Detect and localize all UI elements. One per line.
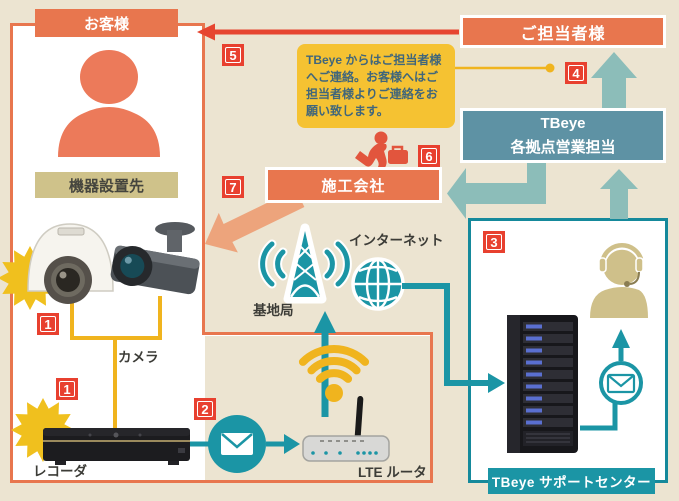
- speech-bubble: TBeye からはご担当者様 へご連絡。お客様へはご 担当者様よりご連絡をお 願…: [297, 44, 455, 128]
- operator-headset-icon: [590, 242, 648, 318]
- support-to-sales-arrow: [600, 169, 638, 219]
- support-center-label: TBeye サポートセンター: [488, 468, 655, 494]
- step-badge-4: 4: [565, 62, 587, 84]
- badge-number: 4: [572, 65, 580, 81]
- alert-starburst-recorder: [11, 398, 75, 462]
- contact-person-text: ご担当者様: [520, 25, 606, 43]
- badge-number: 7: [229, 179, 237, 195]
- contractor-text: 施工会社: [321, 177, 386, 195]
- sales-office-line2: 各拠点営業担当: [510, 138, 616, 156]
- customer-person-icon: [58, 50, 160, 157]
- contractor-dispatch-arrow: [205, 189, 305, 253]
- lte-router-icon: [302, 396, 390, 462]
- step-badge-2: 2: [194, 398, 216, 420]
- mail-icon: [208, 415, 266, 473]
- camera-label: カメラ: [118, 350, 159, 365]
- base-station-label: 基地局: [253, 303, 294, 318]
- step-badge-1-recorder: 1: [56, 378, 78, 400]
- bubble-line1: TBeye からはご担当者様: [306, 53, 442, 67]
- dome-camera-icon: [27, 223, 114, 304]
- sales-office-line1: TBeye: [540, 115, 586, 133]
- installation-site-label: 機器設置先: [35, 172, 178, 198]
- camera-wires: [70, 296, 162, 430]
- mail-to-operator-arrow: [612, 329, 630, 361]
- badge-number: 5: [229, 47, 237, 63]
- server-to-mail-line: [580, 403, 618, 431]
- badge-number: 1: [44, 316, 52, 332]
- lte-router-label: LTE ルータ: [358, 465, 427, 480]
- mail-outline-icon: [599, 361, 643, 405]
- sales-to-contractor-arrow: [447, 160, 546, 219]
- sales-to-contact-arrow: [591, 52, 637, 108]
- badge-number: 1: [63, 381, 71, 397]
- recorder-label: レコーダ: [33, 464, 87, 479]
- contractor-box: 施工会社: [265, 167, 442, 203]
- customer-title-text: お客様: [83, 15, 129, 33]
- step-badge-3: 3: [483, 231, 505, 253]
- base-station-icon: [258, 223, 352, 304]
- installation-site-text: 機器設置先: [68, 177, 144, 195]
- step-badge-7: 7: [222, 176, 244, 198]
- contact-person-box: ご担当者様: [460, 15, 666, 48]
- step-badge-5: 5: [222, 44, 244, 66]
- recorder-mail-arrow: [188, 415, 300, 473]
- badge-number: 3: [490, 234, 498, 250]
- internet-label: インターネット: [349, 233, 444, 248]
- bubble-line4: 願い致します。: [306, 104, 389, 118]
- bubble-connector-line: [455, 63, 555, 73]
- wifi-icon: [298, 345, 370, 402]
- bubble-line2: へご連絡。お客様へはご: [306, 70, 439, 84]
- sales-office-box: TBeye 各拠点営業担当: [460, 108, 666, 163]
- step-badge-1-camera: 1: [37, 313, 59, 335]
- step-badge-6: 6: [418, 145, 440, 167]
- callback-arrow: [197, 23, 459, 41]
- internet-to-server-line: [402, 283, 505, 393]
- bubble-line3: 担当者様よりご連絡をお: [306, 87, 438, 101]
- badge-number: 2: [201, 401, 209, 417]
- server-rack-icon: [507, 315, 578, 453]
- internet-globe-icon: [351, 257, 405, 311]
- support-center-text: TBeye サポートセンター: [491, 475, 652, 490]
- badge-number: 6: [425, 148, 433, 164]
- bullet-camera-icon: [110, 222, 200, 295]
- recorder-icon: [43, 428, 190, 465]
- customer-box-title: お客様: [35, 9, 178, 37]
